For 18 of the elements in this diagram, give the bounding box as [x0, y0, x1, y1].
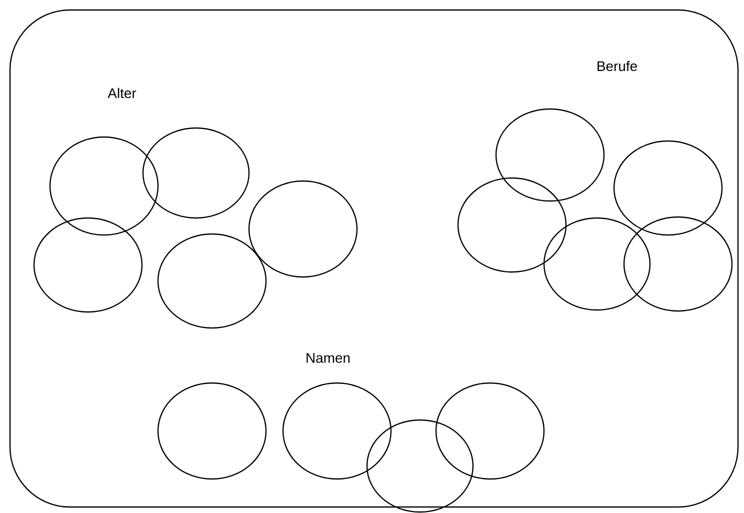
- group-label: Alter: [108, 88, 136, 98]
- ellipse: [33, 217, 143, 313]
- ellipse: [157, 382, 267, 480]
- ellipse: [613, 140, 723, 236]
- ellipse: [49, 136, 159, 236]
- group-label: Berufe: [598, 60, 637, 72]
- group-label: Namen: [306, 353, 350, 363]
- ellipse: [457, 177, 567, 273]
- ellipse: [157, 233, 267, 329]
- ellipse: [495, 108, 605, 202]
- ellipse: [142, 127, 250, 219]
- ellipse: [282, 382, 392, 480]
- ellipse: [623, 216, 733, 312]
- ellipse: [435, 382, 545, 480]
- ellipse: [366, 419, 474, 513]
- frame-box: [9, 9, 739, 508]
- ellipse: [248, 180, 358, 278]
- ellipse: [543, 217, 651, 311]
